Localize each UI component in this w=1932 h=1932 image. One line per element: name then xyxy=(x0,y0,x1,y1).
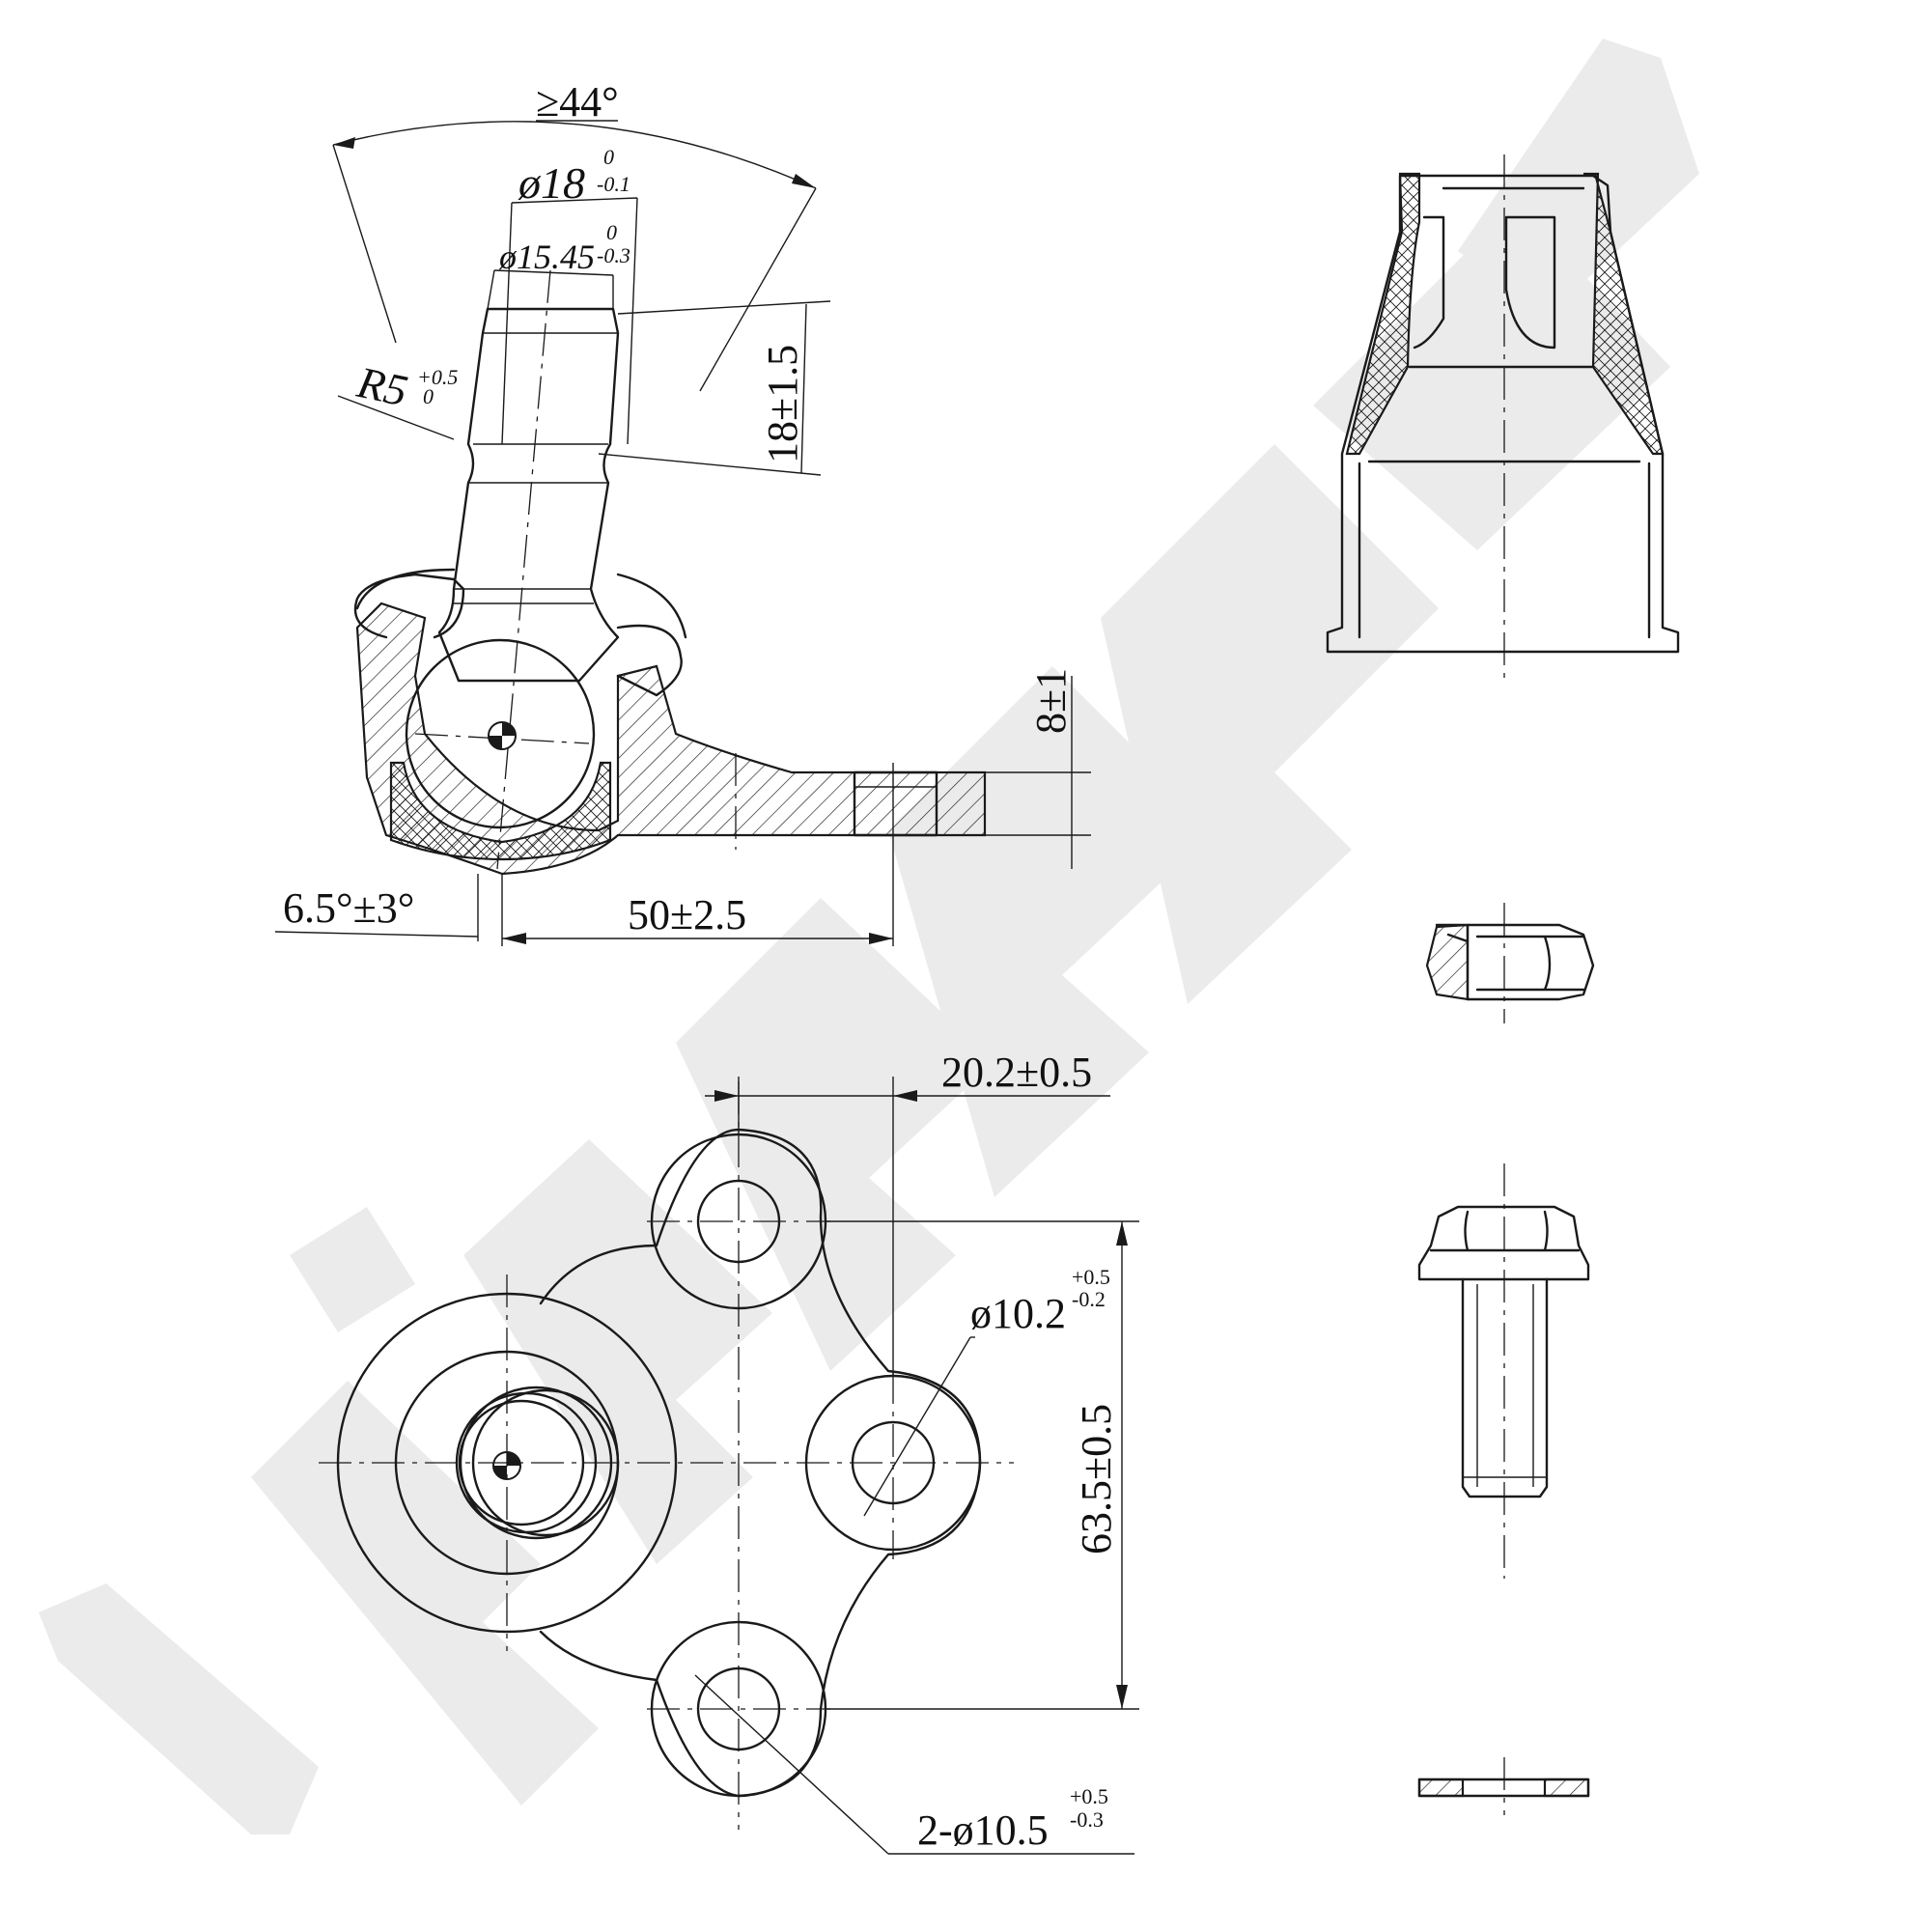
center-hole-dia-label: ø10.2 xyxy=(970,1290,1066,1337)
side-holes-upper: +0.5 xyxy=(1070,1784,1108,1808)
ball-joint-section-view xyxy=(274,120,1091,946)
radius-upper: +0.5 xyxy=(417,365,458,389)
thread-dia-lower: -0.3 xyxy=(597,243,630,267)
thread-length-label: 18±1.5 xyxy=(759,345,806,463)
flange-thickness-label: 8±1 xyxy=(1027,668,1075,734)
radius-lower: 0 xyxy=(423,384,434,408)
thread-dia-upper: 0 xyxy=(606,220,617,244)
side-holes-dia-label: 2-ø10.5 xyxy=(917,1806,1049,1854)
socket-seat xyxy=(389,761,612,861)
hole-spacing-y-label: 63.5±0.5 xyxy=(1073,1404,1120,1554)
stud-dia-label: ø18 xyxy=(518,158,585,208)
dust-boot-view xyxy=(1326,154,1680,681)
housing-section xyxy=(355,602,987,876)
lock-nut-view xyxy=(1425,903,1595,1023)
flange-bolt-view xyxy=(1417,1163,1590,1579)
angle-min-label: ≥44° xyxy=(536,78,619,126)
stud xyxy=(437,307,620,683)
stud-dia-lower: -0.1 xyxy=(597,172,630,196)
thread-dia-label: ø15.45 xyxy=(498,238,595,276)
ball xyxy=(405,638,596,829)
tilt-angle-label: 6.5°±3° xyxy=(283,884,414,932)
hole-spacing-x-label: 20.2±0.5 xyxy=(941,1049,1092,1096)
stud-dia-upper: 0 xyxy=(603,145,614,169)
center-hole-lower: -0.2 xyxy=(1072,1287,1106,1311)
offset-label: 50±2.5 xyxy=(628,891,746,938)
center-hole-upper: +0.5 xyxy=(1072,1265,1110,1289)
side-holes-lower: -0.3 xyxy=(1070,1807,1104,1832)
radius-label: R5 xyxy=(352,357,412,416)
washer-view xyxy=(1417,1757,1590,1815)
ball-joint-top-view xyxy=(319,1077,1139,1855)
